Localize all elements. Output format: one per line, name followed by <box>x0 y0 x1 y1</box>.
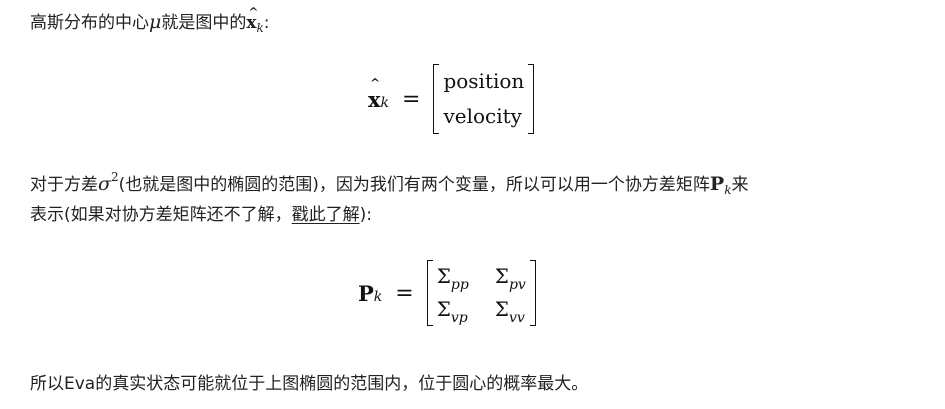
state-vector-symbol: x <box>368 76 381 112</box>
sigma-symbol: σ <box>98 173 111 195</box>
vector-entry-velocity: velocity <box>443 104 522 128</box>
vector-brackets: position velocity <box>433 64 535 134</box>
matrix-cell-pp: Σpp <box>436 264 469 293</box>
covariance-paragraph: 对于方差σ2(也就是图中的椭圆的范围)，因为我们有两个变量，所以可以用一个协方差… <box>30 170 748 229</box>
matrix-cell-vp: Σvp <box>436 297 468 326</box>
covariance-matrix-symbol: P <box>358 280 374 306</box>
covariance-line2-after: ): <box>359 205 373 225</box>
state-vector-lhs: xk <box>368 76 389 112</box>
equals-sign: = <box>402 86 421 112</box>
x-hat-symbol: x <box>246 0 258 37</box>
conclusion-paragraph: 所以Eva的真实状态可能就位于上图椭圆的范围内，位于圆心的概率最大。 <box>30 370 588 398</box>
intro-paragraph: 高斯分布的中心μ就是图中的xk: <box>30 0 270 37</box>
matrix-cell-pv: Σpv <box>494 264 526 293</box>
p-matrix-symbol: P <box>709 173 725 195</box>
mu-symbol: μ <box>149 11 162 33</box>
vector-entry-position: position <box>443 69 525 93</box>
learn-more-link[interactable]: 戳此了解 <box>291 205 360 225</box>
sigma-exponent: 2 <box>110 170 119 184</box>
x-subscript: k <box>256 21 264 35</box>
covariance-line2-before: 表示(如果对协方差矩阵还不了解， <box>30 205 292 225</box>
covariance-line-1: 对于方差σ2(也就是图中的椭圆的范围)，因为我们有两个变量，所以可以用一个协方差… <box>30 170 748 199</box>
covariance-text-after: 来 <box>731 175 749 195</box>
covariance-matrix: Σpp Σpv Σvp Σvv <box>436 260 527 326</box>
matrix-brackets: Σpp Σpv Σvp Σvv <box>426 260 536 326</box>
p-subscript: k <box>724 183 732 197</box>
covariance-line-2: 表示(如果对协方差矩阵还不了解，戳此了解): <box>30 201 748 229</box>
covariance-text-middle: (也就是图中的椭圆的范围)，因为我们有两个变量，所以可以用一个协方差矩阵 <box>118 175 710 195</box>
state-vector-equation: xk = position velocity <box>368 64 535 134</box>
covariance-text-before: 对于方差 <box>30 175 98 195</box>
intro-text-middle: 就是图中的 <box>161 13 247 33</box>
state-vector: position velocity <box>442 64 525 134</box>
intro-text-after: : <box>263 13 270 33</box>
equals-sign: = <box>395 280 414 306</box>
intro-text-before: 高斯分布的中心 <box>30 13 149 33</box>
conclusion-text: 所以Eva的真实状态可能就位于上图椭圆的范围内，位于圆心的概率最大。 <box>30 374 589 394</box>
matrix-cell-vv: Σvv <box>494 297 525 326</box>
